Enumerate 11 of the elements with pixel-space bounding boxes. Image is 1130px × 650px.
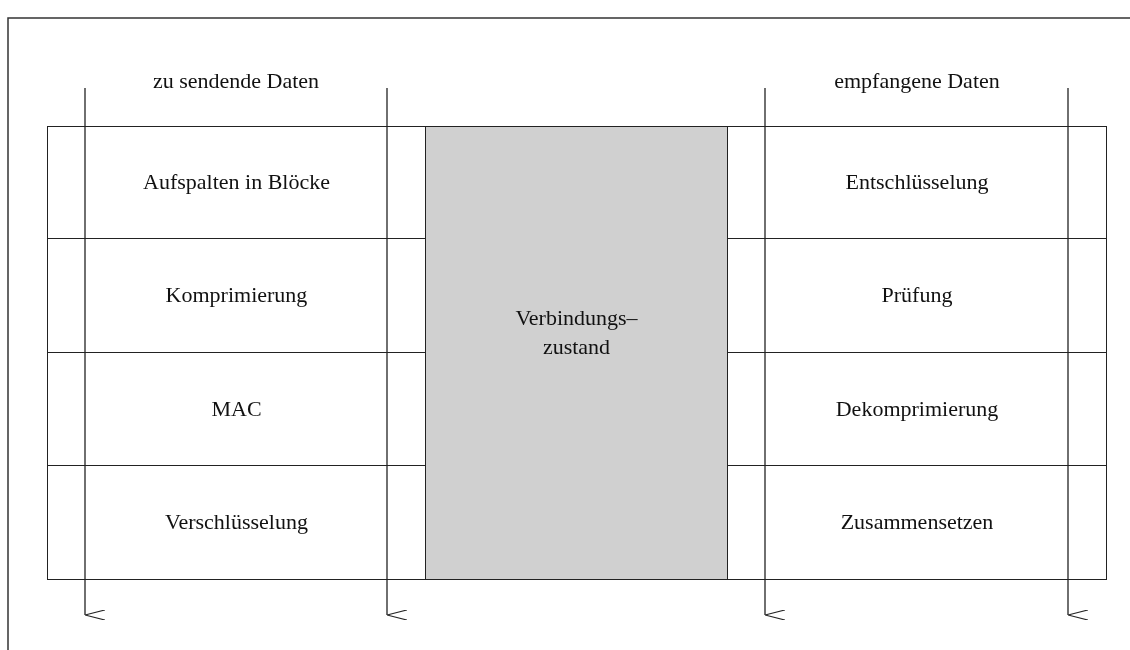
- process-box: [727, 352, 1107, 467]
- flow-label: zu sendende Daten: [152, 68, 320, 94]
- process-box: [47, 352, 426, 467]
- process-box: [47, 238, 426, 354]
- process-box: [727, 238, 1107, 354]
- process-box: [727, 126, 1107, 240]
- flow-label: empfangene Daten: [834, 68, 1000, 94]
- process-box: [727, 465, 1107, 580]
- process-box: [47, 465, 426, 580]
- process-box: [47, 126, 426, 240]
- state-box: [425, 126, 728, 580]
